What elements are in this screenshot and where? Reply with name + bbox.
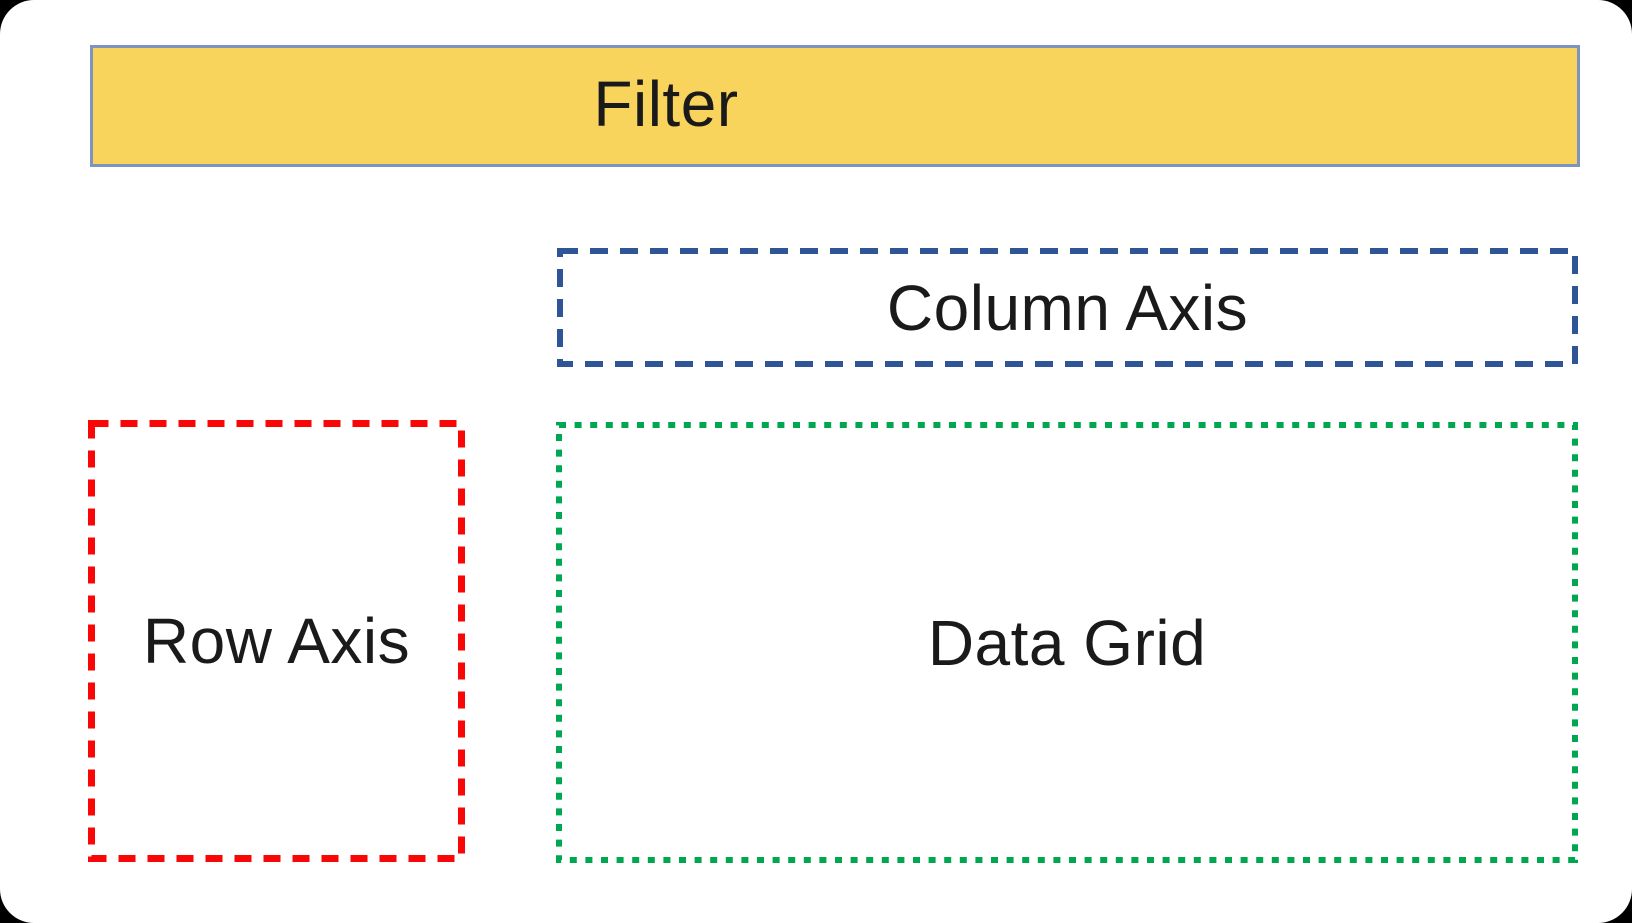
row-axis-dashed-border bbox=[88, 420, 465, 862]
column-axis-region-label: Column Axis bbox=[886, 271, 1249, 344]
data-grid-dotted-border bbox=[556, 422, 1578, 863]
data-grid-region-label: Data Grid bbox=[927, 606, 1207, 679]
row-axis-region-label: Row Axis bbox=[142, 605, 411, 677]
column-axis-region-box: Column Axis bbox=[557, 248, 1578, 367]
data-grid-region-box: Data Grid bbox=[556, 422, 1578, 863]
filter-region-box: Filter bbox=[90, 45, 1580, 167]
column-axis-dashed-border bbox=[557, 248, 1578, 367]
filter-region-label: Filter bbox=[593, 67, 739, 140]
row-axis-region-box: Row Axis bbox=[88, 420, 465, 862]
